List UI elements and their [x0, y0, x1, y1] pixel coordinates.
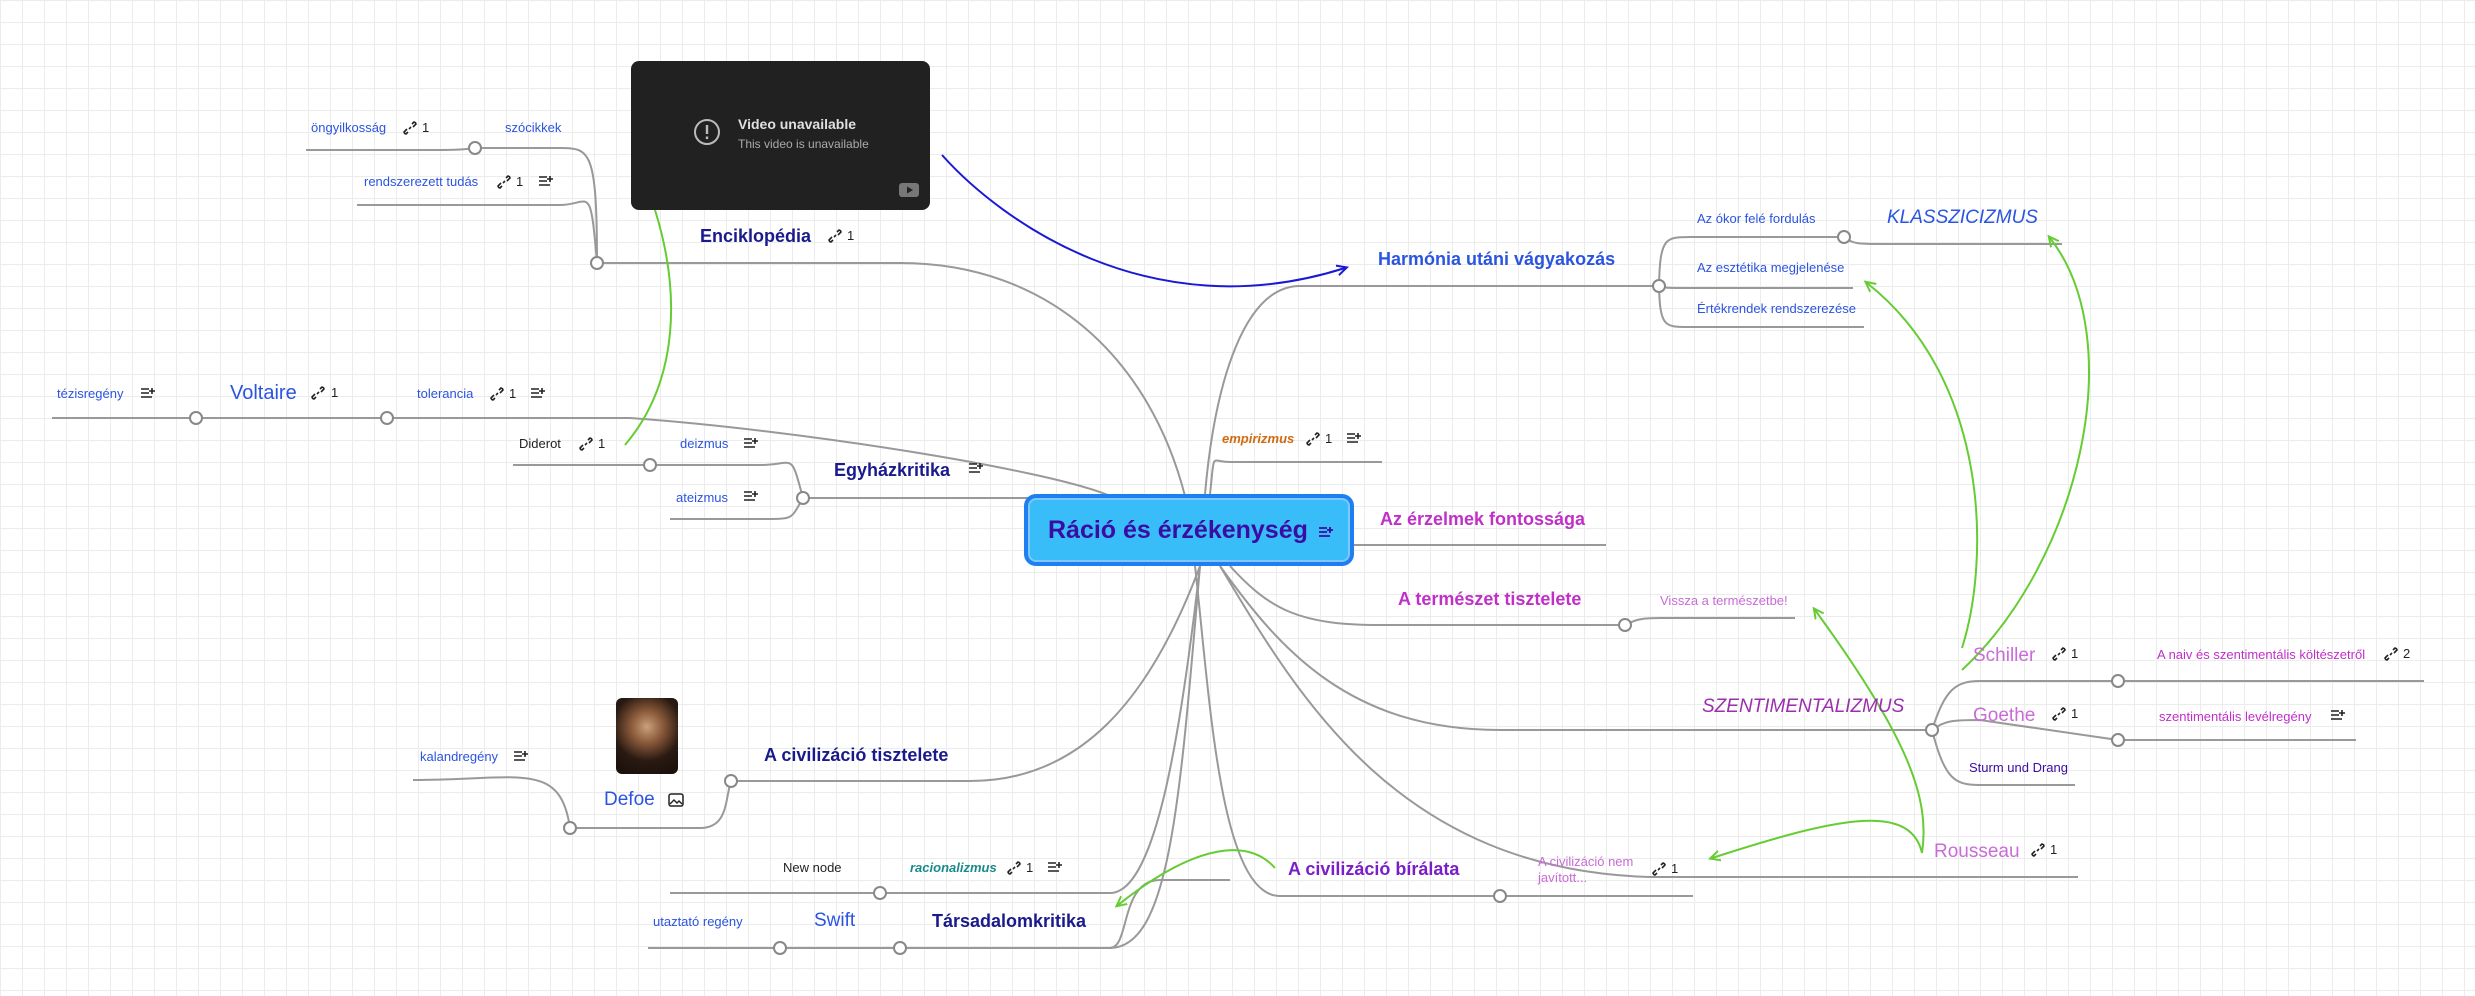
link-icon[interactable] — [497, 175, 511, 189]
alert-icon — [694, 119, 720, 145]
note-icon[interactable] — [1346, 432, 1362, 446]
link-icon[interactable] — [2052, 707, 2066, 721]
note-icon[interactable] — [1047, 861, 1063, 875]
egyhazkritika-node[interactable]: Egyházkritika — [834, 460, 951, 480]
ertekrendek-node[interactable]: Értékrendek rendszerezése — [1697, 301, 1856, 316]
schiller-node[interactable]: Schiller — [1973, 645, 2036, 666]
connector-dots[interactable] — [189, 141, 2125, 955]
goethe-node[interactable]: Goethe — [1973, 705, 2036, 726]
note-icon[interactable] — [530, 387, 546, 401]
link-count: 1 — [1026, 860, 1034, 875]
kalandregeny-node[interactable]: kalandregény — [420, 749, 499, 764]
civ-biralata-node[interactable]: A civilizáció bírálata — [1288, 859, 1460, 879]
video-subtitle: This video is unavailable — [738, 137, 869, 151]
link-icon[interactable] — [828, 229, 842, 243]
note-icon[interactable] — [513, 750, 529, 764]
note-icon[interactable] — [140, 387, 156, 401]
tolerancia-node[interactable]: tolerancia — [417, 386, 474, 401]
link-icon[interactable] — [579, 437, 593, 451]
tezisregeny-node[interactable]: tézisregény — [57, 386, 124, 401]
racionalizmus-node[interactable]: racionalizmus — [910, 860, 997, 875]
civ-nem-javitott-line1[interactable]: A civilizáció nem — [1538, 854, 1634, 869]
note-icon[interactable] — [1318, 526, 1334, 540]
link-count: 1 — [2050, 842, 2058, 857]
link-count: 1 — [516, 174, 524, 189]
youtube-icon — [899, 183, 919, 197]
erzelmek-node[interactable]: Az érzelmek fontossága — [1380, 509, 1586, 529]
rousseau-node[interactable]: Rousseau — [1934, 841, 2020, 862]
defoe-node[interactable]: Defoe — [604, 789, 655, 810]
note-icon[interactable] — [968, 462, 984, 476]
video-title: Video unavailable — [738, 116, 857, 132]
ateizmus-node[interactable]: ateizmus — [676, 490, 729, 505]
link-icon[interactable] — [2052, 647, 2066, 661]
sturm-node[interactable]: Sturm und Drang — [1969, 760, 2068, 775]
swift-node[interactable]: Swift — [814, 910, 856, 931]
tarsadalomkritika-node[interactable]: Társadalomkritika — [932, 911, 1087, 931]
root-title: Ráció és érzékenység — [1048, 516, 1308, 544]
deizmus-node[interactable]: deizmus — [680, 436, 729, 451]
video-embed[interactable]: Video unavailable This video is unavaila… — [631, 61, 930, 210]
onegyilkossag-node[interactable]: öngyilkosság — [311, 120, 387, 135]
link-icon[interactable] — [1306, 432, 1320, 446]
link-count: 1 — [598, 436, 606, 451]
root-node[interactable]: Ráció és érzékenység — [1024, 494, 1354, 566]
image-icon[interactable] — [668, 793, 684, 807]
sub-branch-lines — [52, 147, 2424, 949]
szocikkek-node[interactable]: szócikkek — [505, 120, 562, 135]
klasszicizmus-node[interactable]: KLASSZICIZMUS — [1887, 207, 2038, 228]
relationship-arrows[interactable] — [624, 154, 2090, 905]
branch-lines — [385, 262, 2078, 949]
termeszet-node[interactable]: A természet tisztelete — [1398, 589, 1582, 609]
voltaire-node[interactable]: Voltaire — [230, 382, 297, 404]
empirizmus-node[interactable]: empirizmus — [1222, 431, 1295, 446]
link-count: 1 — [2071, 646, 2079, 661]
link-icon[interactable] — [1652, 862, 1666, 876]
diderot-node[interactable]: Diderot — [519, 436, 561, 451]
okor-node[interactable]: Az ókor felé fordulás — [1697, 211, 1816, 226]
link-count: 1 — [509, 386, 517, 401]
civ-tisztelete-node[interactable]: A civilizáció tisztelete — [764, 745, 949, 765]
link-icon[interactable] — [2384, 647, 2398, 661]
link-count: 1 — [2071, 706, 2079, 721]
civ-nem-javitott-line2[interactable]: javított... — [1538, 870, 1588, 885]
esztetika-node[interactable]: Az esztétika megjelenése — [1697, 260, 1845, 275]
link-icon[interactable] — [311, 386, 325, 400]
levelregeny-node[interactable]: szentimentális levélregény — [2159, 709, 2312, 724]
link-count: 1 — [422, 120, 430, 135]
link-icon[interactable] — [490, 387, 504, 401]
naiv-node[interactable]: A naiv és szentimentális költészetről — [2157, 647, 2366, 662]
utaztato-node[interactable]: utaztató regény — [653, 914, 743, 929]
link-icon[interactable] — [2031, 843, 2045, 857]
vissza-node[interactable]: Vissza a természetbe! — [1660, 593, 1788, 608]
new-node[interactable]: New node — [783, 860, 842, 875]
link-count: 1 — [1325, 431, 1333, 446]
link-count: 1 — [847, 228, 855, 243]
harmonia-node[interactable]: Harmónia utáni vágyakozás — [1378, 249, 1616, 269]
rendszerezett-node[interactable]: rendszerezett tudás — [364, 174, 479, 189]
link-count: 1 — [331, 385, 339, 400]
enciklopedia-node[interactable]: Enciklopédia — [700, 226, 812, 246]
link-count: 2 — [2403, 646, 2411, 661]
defoe-portrait-image[interactable] — [616, 698, 678, 774]
note-icon[interactable] — [743, 490, 759, 504]
note-icon[interactable] — [538, 175, 554, 189]
note-icon[interactable] — [743, 437, 759, 451]
szentimentalizmus-node[interactable]: SZENTIMENTALIZMUS — [1702, 696, 1905, 717]
note-icon[interactable] — [2330, 709, 2346, 723]
link-icon[interactable] — [1007, 861, 1021, 875]
link-icon[interactable] — [403, 121, 417, 135]
link-count: 1 — [1671, 861, 1679, 876]
